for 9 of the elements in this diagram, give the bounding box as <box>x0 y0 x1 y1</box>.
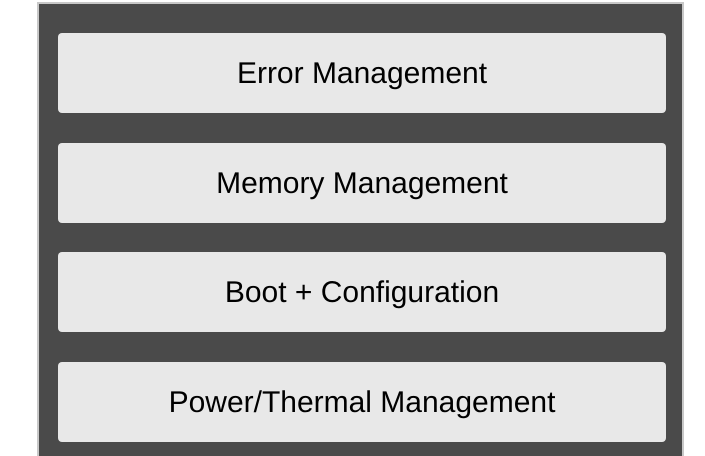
layer-box <box>58 362 666 442</box>
panel-background <box>37 2 684 456</box>
layer-box <box>58 252 666 332</box>
layer-box <box>58 33 666 113</box>
layer-label: Error Management <box>236 56 488 92</box>
layer-label: Boot + Configuration <box>224 274 500 310</box>
layer-label: Memory Management <box>216 166 508 202</box>
layer-label: Power/Thermal Management <box>168 384 556 420</box>
layer-box <box>58 143 666 223</box>
